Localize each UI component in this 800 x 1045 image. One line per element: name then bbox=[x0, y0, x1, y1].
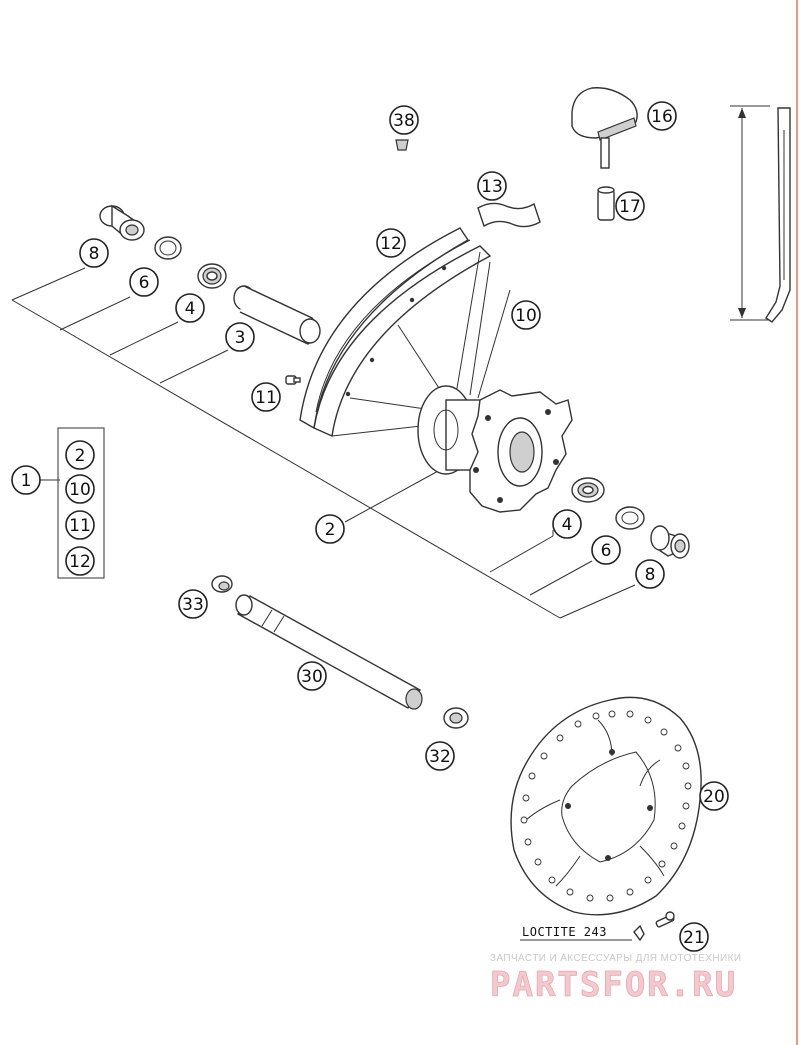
part-seal-left bbox=[154, 236, 182, 260]
part-brake-disc bbox=[510, 696, 702, 916]
watermark-logo: PARTSFOR.RU bbox=[490, 965, 737, 1005]
svg-text:2: 2 bbox=[75, 446, 86, 466]
part-collar-left bbox=[211, 575, 233, 593]
svg-text:33: 33 bbox=[182, 595, 204, 615]
callout-38: 38 bbox=[389, 105, 419, 135]
watermark-tagline: ЗАПЧАСТИ И АКСЕССУАРЫ ДЛЯ МОТОТЕХНИКИ bbox=[490, 953, 741, 964]
svg-text:38: 38 bbox=[393, 111, 415, 131]
callout-3: 3 bbox=[225, 322, 255, 352]
svg-text:12: 12 bbox=[380, 234, 402, 254]
svg-text:16: 16 bbox=[651, 107, 673, 127]
callout-11: 11 bbox=[251, 382, 281, 412]
part-bearing-left bbox=[197, 263, 227, 289]
part-axle bbox=[235, 594, 423, 710]
callout-2: 2 bbox=[315, 514, 345, 544]
svg-text:17: 17 bbox=[619, 197, 641, 217]
part-rim-tape bbox=[477, 202, 541, 228]
svg-text:11: 11 bbox=[255, 388, 277, 408]
svg-text:4: 4 bbox=[185, 299, 196, 319]
svg-text:1: 1 bbox=[21, 471, 32, 491]
svg-text:12: 12 bbox=[69, 552, 91, 572]
callout-13: 13 bbox=[477, 171, 507, 201]
callout-20: 20 bbox=[699, 781, 729, 811]
part-rim-lock bbox=[571, 87, 638, 169]
callout-30: 30 bbox=[297, 661, 327, 691]
part-nipple bbox=[285, 375, 301, 385]
callout-16: 16 bbox=[647, 101, 677, 131]
svg-text:8: 8 bbox=[89, 244, 100, 264]
svg-text:8: 8 bbox=[645, 565, 656, 585]
part-rim-lock-nut bbox=[597, 186, 615, 221]
callout-4-right: 4 bbox=[552, 509, 582, 539]
part-disc-screw bbox=[633, 911, 675, 942]
part-spacer-right bbox=[650, 525, 690, 559]
kit-item-12: 12 bbox=[65, 546, 95, 576]
svg-text:10: 10 bbox=[69, 480, 91, 500]
kit-item-10: 10 bbox=[65, 474, 95, 504]
callout-21: 21 bbox=[679, 922, 709, 952]
svg-text:2: 2 bbox=[325, 520, 336, 540]
callout-6-left: 6 bbox=[129, 267, 159, 297]
svg-text:6: 6 bbox=[139, 273, 150, 293]
callout-8-left: 8 bbox=[79, 238, 109, 268]
svg-text:4: 4 bbox=[562, 515, 573, 535]
svg-text:11: 11 bbox=[69, 516, 91, 536]
part-spokes bbox=[331, 251, 511, 437]
svg-text:30: 30 bbox=[301, 667, 323, 687]
callout-8-right: 8 bbox=[635, 559, 665, 589]
part-seal-right bbox=[615, 506, 645, 530]
rim-dimension-detail bbox=[730, 105, 791, 323]
part-bearing-right bbox=[571, 477, 605, 503]
svg-text:3: 3 bbox=[235, 328, 246, 348]
callout-32: 32 bbox=[425, 741, 455, 771]
svg-text:20: 20 bbox=[703, 787, 725, 807]
part-rim bbox=[299, 227, 492, 438]
svg-text:32: 32 bbox=[429, 747, 451, 767]
part-collar-right bbox=[443, 707, 469, 729]
loctite-note: LOCTITE 243 bbox=[522, 925, 607, 939]
kit-bracket bbox=[57, 427, 105, 579]
callout-33: 33 bbox=[178, 589, 208, 619]
kit-item-2: 2 bbox=[65, 440, 95, 470]
kit-item-11: 11 bbox=[65, 510, 95, 540]
part-hub bbox=[417, 385, 573, 513]
part-distance-sleeve bbox=[233, 285, 321, 345]
callout-17: 17 bbox=[615, 191, 645, 221]
leader-lines bbox=[11, 267, 636, 941]
callout-6-right: 6 bbox=[591, 535, 621, 565]
part-valve-cap bbox=[395, 139, 409, 151]
svg-text:13: 13 bbox=[481, 177, 503, 197]
part-spacer-left bbox=[99, 204, 145, 241]
svg-text:6: 6 bbox=[601, 541, 612, 561]
svg-text:10: 10 bbox=[515, 306, 537, 326]
callout-12: 12 bbox=[376, 228, 406, 258]
callout-1: 1 bbox=[11, 465, 41, 495]
svg-text:21: 21 bbox=[683, 928, 705, 948]
callout-10: 10 bbox=[511, 300, 541, 330]
callout-4-left: 4 bbox=[175, 293, 205, 323]
